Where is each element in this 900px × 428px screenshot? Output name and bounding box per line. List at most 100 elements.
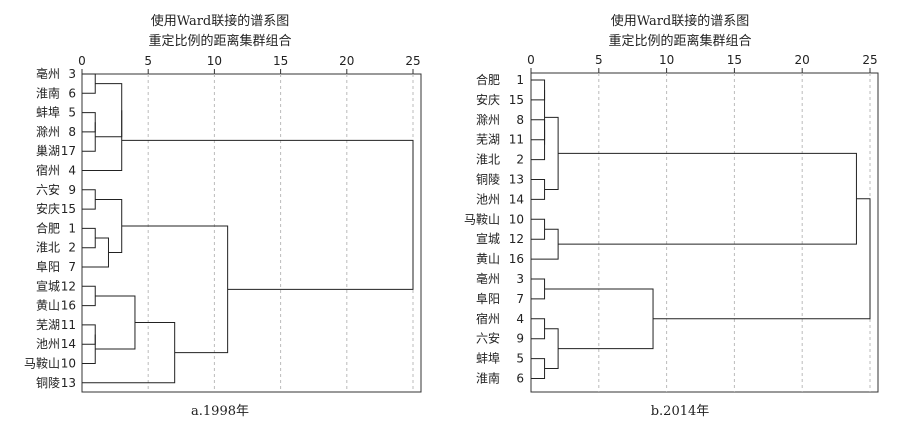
- leaf-label: 淮北: [36, 241, 60, 255]
- dendrogram-link: [531, 358, 546, 379]
- leaf-label: 宣城: [36, 278, 60, 293]
- leaf-label: 滁州: [476, 112, 500, 127]
- dendrogram-link: [82, 334, 96, 364]
- leaf-number: 11: [61, 318, 76, 332]
- leaf-number: 5: [68, 106, 76, 120]
- x-tick-label: 25: [862, 53, 877, 67]
- leaf-number: 11: [509, 133, 524, 147]
- dendrogram-link: [531, 79, 546, 101]
- leaf-label: 宣城: [476, 231, 500, 246]
- leaf-label: 六安: [36, 182, 60, 197]
- leaf-number: 10: [509, 212, 524, 226]
- leaf-label: 亳州: [36, 66, 60, 81]
- x-tick-label: 15: [273, 54, 288, 68]
- leaf-label: 巢湖: [36, 143, 60, 158]
- plot-frame: [81, 73, 422, 393]
- dendrogram-link: [82, 324, 96, 345]
- leaf-number: 2: [68, 241, 76, 255]
- x-tick-label: 20: [339, 54, 354, 68]
- leaf-number: 12: [509, 232, 524, 246]
- x-tick-label: 15: [727, 53, 742, 67]
- dendrogram-link: [82, 189, 96, 210]
- leaf-number: 13: [61, 376, 76, 390]
- dendrogram-link: [95, 295, 136, 350]
- dendrogram-link: [531, 119, 546, 141]
- leaf-number: 7: [68, 260, 76, 274]
- dendrogram-link: [653, 198, 871, 320]
- dendrogram-link: [82, 285, 96, 307]
- dendrogram-link: [531, 278, 546, 300]
- dendrogram-link: [558, 152, 857, 245]
- x-tick-label: 5: [595, 53, 603, 67]
- leaf-number: 1: [516, 73, 524, 87]
- leaf-number: 14: [509, 192, 524, 206]
- leaf-label: 合肥: [476, 72, 500, 87]
- x-tick-label: 5: [144, 54, 152, 68]
- dendrogram-link: [531, 218, 546, 240]
- x-tick-label: 10: [207, 54, 222, 68]
- leaf-number: 9: [68, 183, 76, 197]
- leaf-label: 淮南: [476, 371, 500, 386]
- leaf-number: 9: [516, 332, 524, 346]
- leaf-label: 黄山: [36, 299, 60, 313]
- leaf-number: 10: [61, 357, 76, 371]
- leaf-label: 淮南: [36, 85, 60, 100]
- leaf-number: 7: [516, 292, 524, 306]
- leaf-number: 16: [509, 252, 524, 266]
- leaf-label: 黄山: [476, 252, 500, 266]
- chart-title: 使用Ward联接的谱系图: [610, 14, 750, 29]
- leaf-number: 16: [61, 299, 76, 313]
- leaf-label: 蚌埠: [476, 352, 500, 366]
- leaf-number: 3: [516, 272, 524, 286]
- leaf-number: 6: [516, 372, 524, 386]
- leaf-label: 宿州: [476, 311, 500, 326]
- x-tick-label: 10: [659, 53, 674, 67]
- plot-frame: [530, 72, 879, 393]
- leaf-label: 蚌埠: [36, 106, 60, 120]
- dendrogram-link: [531, 318, 546, 340]
- chart-title: 使用Ward联接的谱系图: [150, 14, 290, 29]
- leaf-number: 5: [516, 352, 524, 366]
- dendrogram-link: [544, 116, 559, 190]
- x-tick-label: 20: [795, 53, 810, 67]
- leaf-number: 15: [61, 202, 76, 216]
- leaf-number: 8: [68, 125, 76, 139]
- leaf-number: 2: [516, 153, 524, 167]
- leaf-label: 安庆: [476, 92, 500, 107]
- leaf-label: 阜阳: [36, 260, 60, 274]
- leaf-number: 17: [61, 144, 76, 158]
- leaf-number: 8: [516, 113, 524, 127]
- chart-subtitle: 重定比例的距离集群组合: [608, 34, 752, 49]
- x-tick-label: 0: [78, 54, 86, 68]
- leaf-label: 滁州: [36, 124, 60, 139]
- panel-caption: b.2014年: [650, 404, 710, 419]
- dendrogram-link: [82, 110, 123, 171]
- leaf-number: 1: [68, 221, 76, 235]
- chart-subtitle: 重定比例的距离集群组合: [148, 34, 292, 49]
- leaf-number: 13: [509, 173, 524, 187]
- leaf-number: 6: [68, 86, 76, 100]
- leaf-label: 马鞍山: [24, 356, 60, 371]
- leaf-label: 马鞍山: [464, 211, 500, 226]
- dendrogram-link: [82, 112, 96, 133]
- leaf-label: 六安: [476, 331, 500, 346]
- dendrogram-link: [95, 83, 123, 138]
- dendrogram-link: [531, 129, 546, 161]
- dendrogram-link: [82, 122, 96, 152]
- leaf-label: 安庆: [36, 201, 60, 216]
- leaf-label: 阜阳: [476, 292, 500, 306]
- dendrogram-link: [82, 227, 96, 249]
- panel-caption: a.1998年: [191, 404, 249, 419]
- leaf-number: 4: [68, 164, 76, 178]
- leaf-label: 铜陵: [476, 172, 500, 187]
- leaf-label: 亳州: [476, 271, 500, 286]
- leaf-label: 池州: [36, 337, 60, 351]
- leaf-label: 池州: [476, 192, 500, 206]
- dendrogram-link: [531, 228, 559, 260]
- leaf-number: 3: [68, 67, 76, 81]
- dendrogram-link: [544, 288, 654, 350]
- dendrogram-link: [544, 328, 559, 370]
